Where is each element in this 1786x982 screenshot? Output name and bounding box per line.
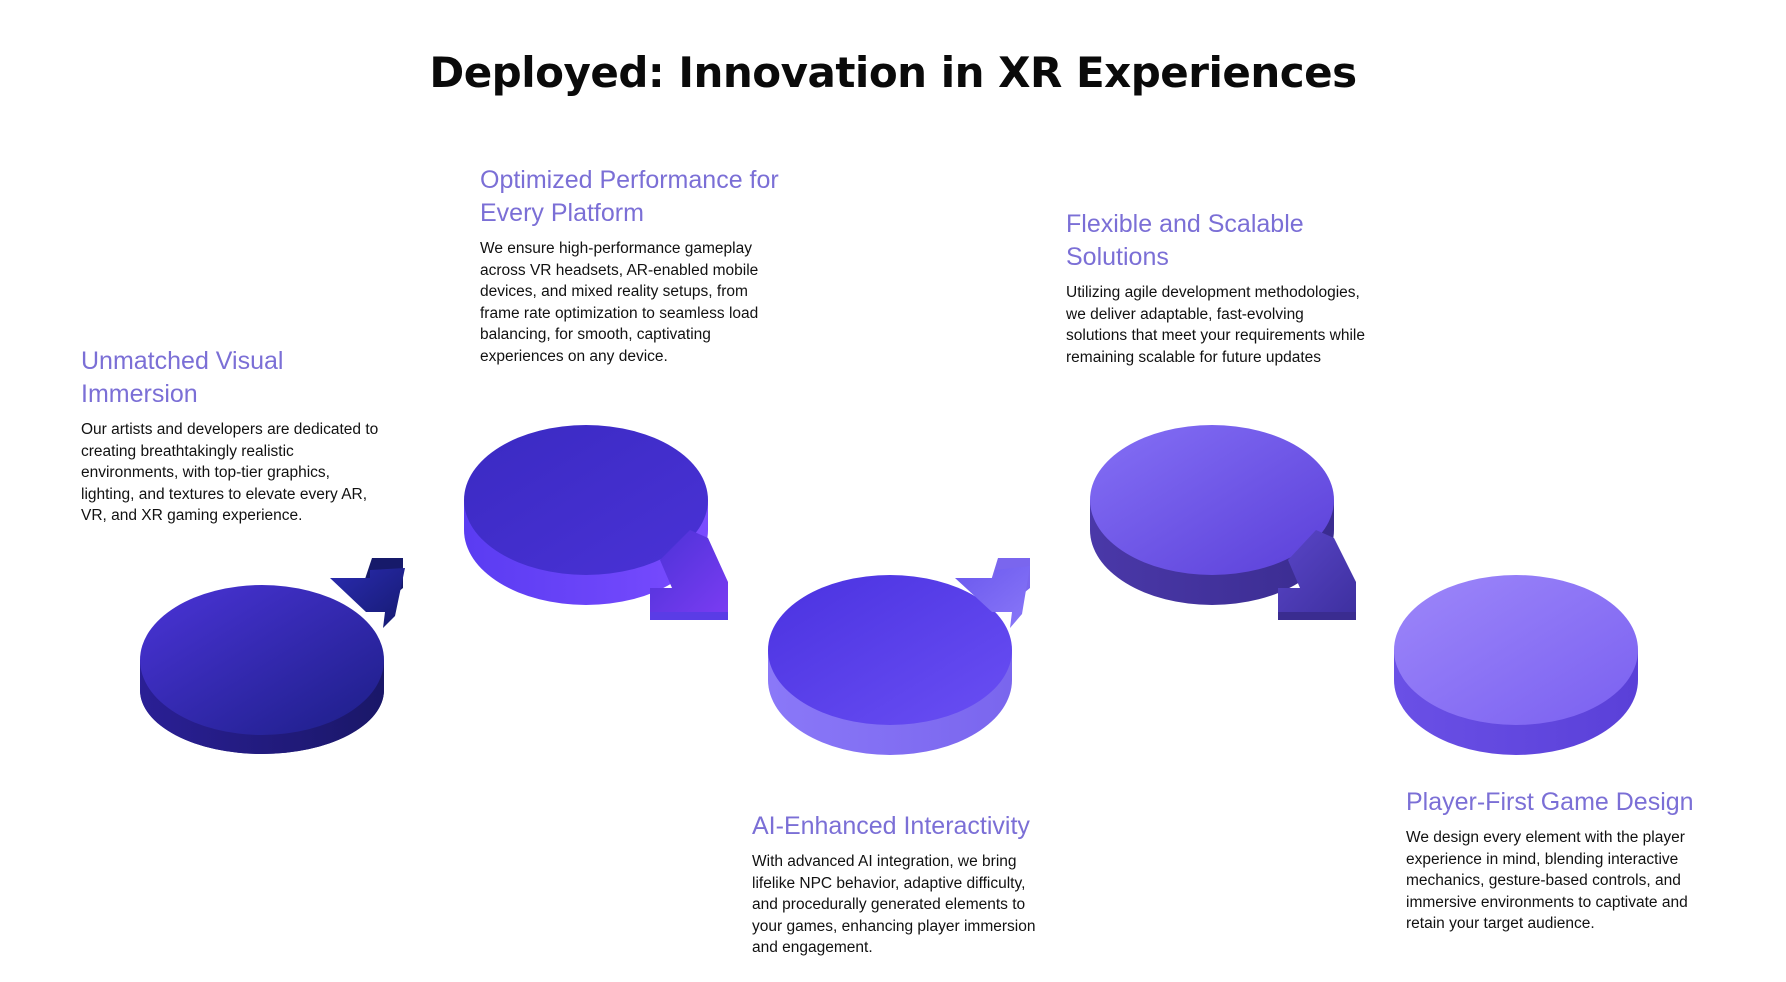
step-5-disc-icon — [1394, 575, 1638, 755]
step-2-disc-icon — [464, 425, 728, 620]
step-4-disc-icon — [1090, 425, 1356, 620]
step-2-heading: Optimized Performance for Every Platform — [480, 166, 779, 227]
step-1-heading: Unmatched Visual Immersion — [81, 347, 284, 408]
step-5-block: Player-First Game Design We design every… — [1406, 786, 1706, 935]
step-4-block: Flexible and Scalable Solutions Utilizin… — [1066, 208, 1366, 368]
step-3-heading: AI-Enhanced Interactivity — [752, 812, 1030, 840]
page-title: Deployed: Innovation in XR Experiences — [429, 48, 1357, 97]
step-1-description: Our artists and developers are dedicated… — [81, 421, 379, 524]
step-3-description: With advanced AI integration, we bring l… — [752, 853, 1036, 956]
step-4-description: Utilizing agile development methodologie… — [1066, 284, 1365, 366]
step-5-description: We design every element with the player … — [1406, 829, 1688, 932]
step-3-block: AI-Enhanced Interactivity With advanced … — [752, 810, 1052, 959]
step-2-description: We ensure high-performance gameplay acro… — [480, 240, 759, 365]
step-2-block: Optimized Performance for Every Platform… — [480, 164, 780, 367]
step-3-disc-icon — [768, 558, 1030, 755]
step-4-heading: Flexible and Scalable Solutions — [1066, 210, 1304, 271]
step-1-block: Unmatched Visual Immersion Our artists a… — [81, 345, 381, 527]
step-5-heading: Player-First Game Design — [1406, 788, 1694, 816]
step-1-disc-icon — [140, 558, 405, 754]
